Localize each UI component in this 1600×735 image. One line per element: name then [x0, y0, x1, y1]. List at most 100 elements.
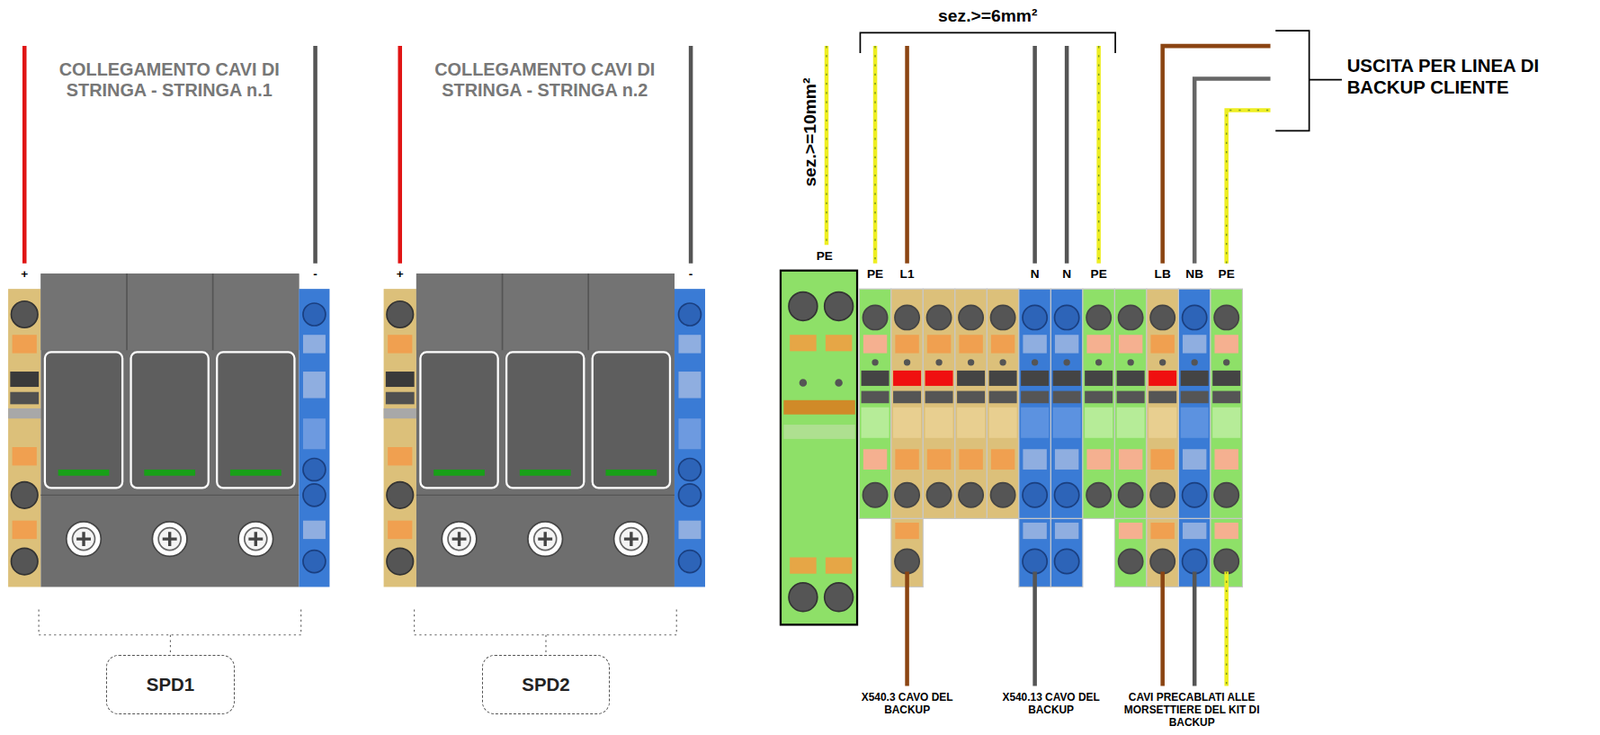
- spd-screw: [244, 527, 268, 551]
- terminal-screw: [862, 482, 887, 508]
- terminal-dot: [1063, 359, 1070, 366]
- terminal-screw: [303, 303, 326, 326]
- phase-wire: [904, 45, 910, 264]
- terminal-bar: [1212, 370, 1241, 386]
- spd-body: [416, 273, 675, 587]
- terminal-bar: [1117, 370, 1145, 386]
- terminal-screw: [926, 482, 951, 508]
- terminal-label: PE: [1083, 267, 1115, 282]
- terminal-extension: [1050, 518, 1083, 587]
- terminal-screw: [788, 292, 818, 322]
- terminal-tab: [1086, 334, 1110, 353]
- terminal-screw: [1150, 482, 1175, 508]
- screw-cross: [537, 531, 553, 546]
- terminal-block: [1050, 288, 1083, 519]
- terminal-screw: [1086, 304, 1111, 330]
- terminal-tab: [1118, 334, 1143, 353]
- spd-screw: [447, 527, 471, 551]
- spd-screw: [66, 521, 102, 557]
- terminal-screw: [1182, 482, 1207, 508]
- section-note: sez.>=6mm²: [901, 6, 1075, 27]
- terminal-bar: [1053, 391, 1082, 404]
- terminal-bar: [893, 391, 921, 404]
- module-divider: [501, 273, 504, 350]
- terminal-tab: [863, 334, 887, 353]
- output-note: USCITA PER LINEA DI BACKUP CLIENTE: [1347, 55, 1597, 99]
- positive-string-wire: [397, 45, 403, 264]
- terminal-screw: [1118, 304, 1144, 330]
- terminal-tab: [1182, 448, 1207, 470]
- terminal-bar: [1148, 391, 1177, 404]
- terminal-band: [861, 407, 890, 438]
- terminal-screw: [10, 547, 37, 574]
- terminal-tab: [303, 334, 326, 353]
- terminal-label: LB: [1147, 267, 1179, 282]
- module-divider: [212, 273, 215, 350]
- backup-cable: [1032, 571, 1037, 686]
- terminal-tab: [825, 557, 852, 574]
- terminal-screw: [1118, 548, 1144, 573]
- terminal-tab: [1022, 448, 1046, 470]
- terminal-tab: [1182, 334, 1207, 353]
- terminal-band: [1117, 407, 1145, 438]
- spd-screw: [238, 521, 274, 557]
- terminal-tab: [1054, 522, 1079, 539]
- terminal-tab: [958, 334, 983, 353]
- spd-body: [40, 273, 299, 587]
- terminal-bar: [925, 370, 954, 386]
- terminal-tab: [894, 448, 919, 470]
- terminal-dot: [835, 379, 842, 386]
- terminal-tab: [303, 520, 326, 539]
- terminal-tab: [1214, 448, 1238, 470]
- terminal-band: [956, 407, 985, 438]
- earth-wire: [824, 45, 830, 245]
- terminal-block: [858, 288, 892, 519]
- terminal-dot: [936, 359, 942, 366]
- terminal-screw: [1022, 548, 1047, 573]
- terminal-band: [303, 371, 326, 398]
- terminal-bar: [9, 371, 39, 387]
- terminal-tab: [1086, 448, 1110, 470]
- screw-cross: [76, 531, 91, 546]
- earth-wire: [1096, 45, 1101, 264]
- earth-wire-stripe: [1226, 110, 1271, 264]
- terminal-bar: [893, 370, 921, 386]
- status-indicator: [58, 469, 110, 476]
- earth-wire-stripe: [874, 45, 876, 264]
- terminal-bar: [1084, 370, 1113, 386]
- output-bracket: [1275, 30, 1342, 131]
- terminal-dot: [872, 359, 878, 366]
- terminal-tab: [894, 522, 919, 539]
- terminal-label: L1: [892, 267, 923, 282]
- terminal-screw: [926, 304, 951, 330]
- terminal-tab: [1150, 522, 1174, 539]
- neutral-wire: [1032, 45, 1037, 264]
- terminal-screw: [894, 304, 920, 330]
- terminal-screw: [678, 483, 701, 507]
- terminal-screw: [1054, 304, 1080, 330]
- terminal-block: [1018, 288, 1052, 519]
- terminal-tab: [678, 520, 701, 539]
- terminal-screw: [824, 292, 854, 322]
- terminal-tab: [958, 448, 983, 470]
- backup-cable: [904, 571, 910, 686]
- spd-cartridge: [131, 351, 209, 488]
- earth-wire: [1224, 571, 1229, 686]
- terminal-screw: [958, 304, 984, 330]
- terminal-tab: [1214, 522, 1238, 539]
- terminal-band: [678, 371, 701, 398]
- terminal-screw: [678, 550, 701, 573]
- section-note: sez.>=10mm²: [800, 35, 821, 231]
- terminal-tab: [387, 334, 412, 353]
- positive-terminal: [384, 288, 417, 587]
- positive-string-wire: [22, 45, 27, 264]
- terminal-tab: [387, 446, 412, 465]
- terminal-bar: [861, 391, 890, 404]
- terminal-band: [1053, 407, 1082, 438]
- terminal-dot: [800, 379, 807, 386]
- terminal-block: [1082, 288, 1116, 519]
- spd-edge: [416, 494, 675, 496]
